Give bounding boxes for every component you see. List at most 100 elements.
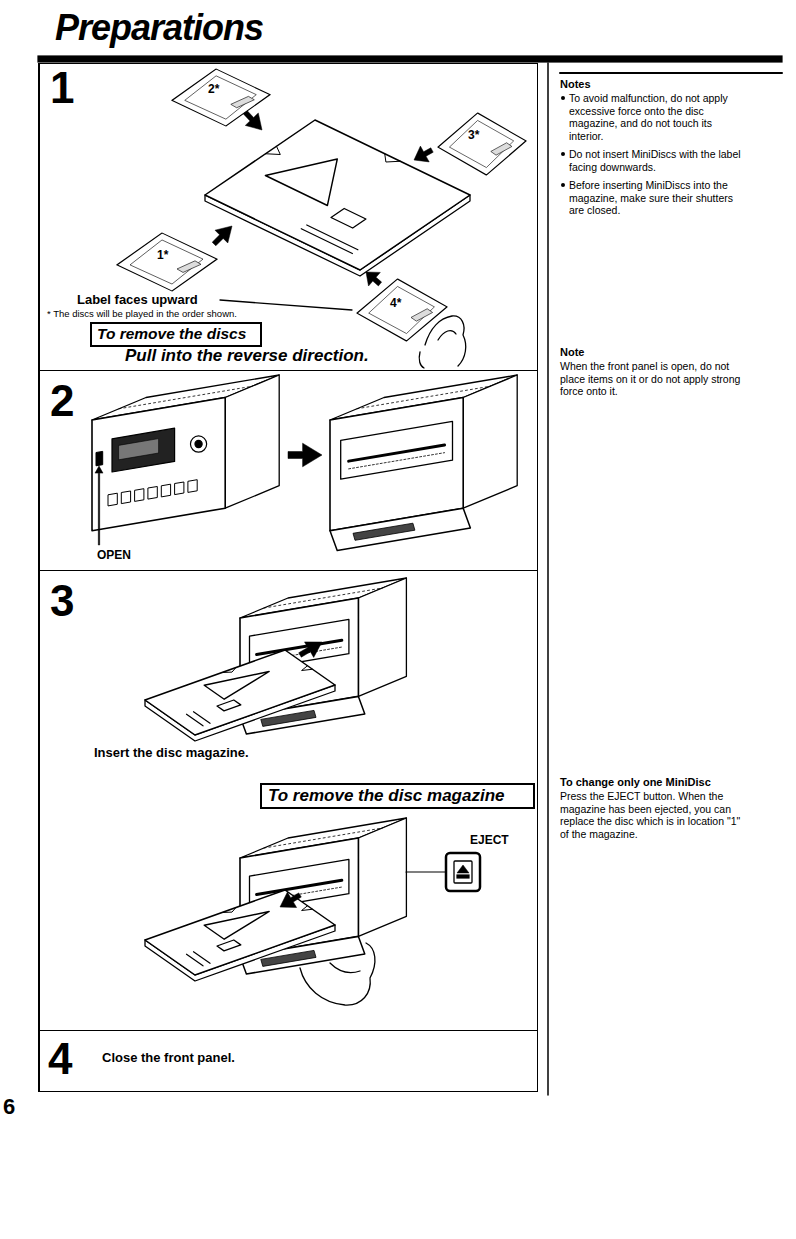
disc-outline [438, 113, 526, 175]
note-text: Before inserting MiniDiscs into the maga… [569, 179, 733, 216]
disc-label-area [369, 286, 435, 333]
notes-rule [560, 72, 782, 74]
footnote: * The discs will be played in the order … [47, 309, 237, 320]
front-button [161, 484, 170, 497]
caption-text: Insert the disc magazine. [94, 746, 374, 761]
car-unit-side [463, 375, 517, 508]
step-panel: 3Insert the disc magazine. EJECT To remove… [38, 570, 538, 1031]
step-panel: 1Label faces upward* The discs will be p… [38, 63, 538, 371]
car-unit-flap [330, 508, 470, 550]
magazine-bay [341, 421, 453, 479]
disc-shape [117, 233, 217, 291]
magazine-notch [302, 666, 313, 671]
magazine-triangle [204, 672, 269, 700]
disc-shutter [177, 261, 201, 273]
disc-order-number: 4* [390, 297, 401, 311]
caption-text: Label faces upward [77, 293, 198, 308]
note-text: Press the EJECT button. When the magazin… [560, 790, 745, 840]
disc-label-area [449, 120, 513, 167]
minidisc: 2* [172, 69, 270, 126]
caption-text: Close the front panel. [102, 1051, 422, 1066]
front-button [188, 480, 197, 493]
step-panel: 4 Close the front panel. [38, 1030, 538, 1092]
disc-magazine [205, 120, 470, 270]
instruction-text: Pull into the reverse direction. [125, 346, 455, 366]
bullet-dot [561, 152, 565, 156]
step-arrow [288, 443, 322, 467]
button-label: EJECT [470, 834, 509, 848]
disc-outline [357, 279, 447, 341]
front-button [175, 482, 184, 495]
note-text: To avoid malfunction, do not apply exces… [569, 92, 728, 142]
volume-knob [190, 436, 206, 452]
disc-shutter [491, 143, 512, 155]
disc-magazine [145, 650, 335, 735]
bullet-dot [561, 183, 565, 187]
notes-heading: Notes [560, 78, 745, 90]
car-unit-front [330, 398, 463, 531]
magazine-notch [222, 908, 236, 913]
car-unit-side [358, 578, 406, 696]
magazine-slot [257, 880, 342, 894]
step-number: 3 [50, 579, 74, 623]
magazine-slot [307, 225, 358, 250]
text-column: Notes To avoid malfunction, do not apply … [560, 78, 745, 223]
magazine-slot [301, 229, 352, 254]
car-unit-front [92, 398, 225, 531]
eject-symbol [457, 865, 469, 873]
insert-arrow [414, 146, 433, 162]
bullet-item: Do not insert MiniDiscs with the label f… [560, 148, 745, 173]
car-unit-side [358, 818, 406, 936]
disc-order-number: 2* [208, 83, 219, 97]
magazine-slot [194, 952, 211, 964]
front-button [148, 487, 157, 500]
insert-arrow [243, 110, 262, 130]
heading-box: To remove the discs [90, 322, 262, 347]
magazine-window [331, 209, 366, 229]
disc-label-area [185, 76, 257, 119]
front-button [135, 489, 144, 502]
box-heading: To remove the disc magazine [268, 786, 505, 806]
front-button [121, 491, 130, 504]
title-rule [38, 56, 782, 62]
bay-line [349, 453, 445, 469]
note-text: When the front panel is open, do not pla… [560, 360, 745, 398]
magazine-notch [222, 668, 236, 673]
step-number: 4 [48, 1037, 72, 1081]
magazine-notch [385, 154, 401, 162]
eject-arrow [280, 892, 301, 907]
disc-label-area [130, 240, 203, 284]
disc-shape [357, 279, 447, 341]
disc-magazine [145, 890, 335, 975]
page-number: 6 [3, 1094, 33, 1120]
magazine-slot [194, 712, 211, 724]
eject-symbol [457, 875, 469, 878]
magazine-window [217, 940, 241, 951]
open-button [96, 451, 103, 465]
disc-shape [172, 69, 270, 126]
magazine-notch [266, 146, 281, 154]
disc-outline [172, 69, 270, 126]
leader-line [220, 300, 352, 310]
eject-button-face [454, 861, 472, 883]
eject-button [446, 853, 480, 891]
minidisc: 4* [357, 279, 447, 341]
step-number: 1 [50, 66, 74, 110]
hand [300, 943, 375, 1005]
step-number: 2 [50, 379, 74, 423]
page-title: Preparations [55, 8, 263, 48]
step-panel: 2OPEN [38, 370, 538, 571]
note-text: Do not insert MiniDiscs with the label f… [569, 148, 741, 173]
pointer-arrow [95, 466, 103, 545]
disc-shutter [231, 96, 255, 107]
magazine-slot [349, 445, 445, 461]
insert-arrow [212, 226, 232, 246]
text-column: To change only one MiniDiscPress the EJE… [560, 776, 745, 846]
volume-knob [195, 440, 202, 447]
disc-order-number: 1* [157, 249, 168, 263]
minidisc: 1* [117, 233, 217, 291]
insert-arrow [366, 272, 382, 286]
bullet-dot [561, 96, 565, 100]
minidisc: 3* [438, 113, 526, 175]
